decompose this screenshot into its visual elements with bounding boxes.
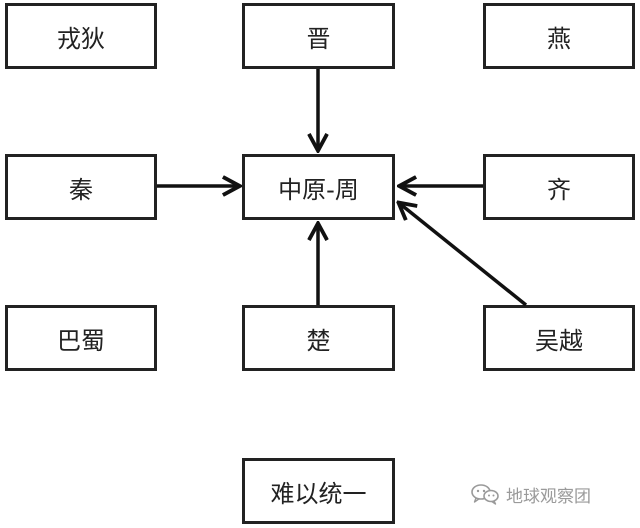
node-bashu: 巴蜀	[5, 305, 157, 371]
node-yan: 燕	[483, 3, 635, 69]
node-rongdi-label: 戎狄	[57, 24, 105, 53]
watermark-text: 地球观察团	[506, 486, 591, 507]
node-jin-label: 晋	[306, 24, 331, 53]
watermark: 地球观察团	[470, 481, 591, 507]
node-result-label: 难以统一	[270, 479, 367, 508]
node-chu-label: 楚	[306, 326, 331, 355]
node-center: 中原-周	[242, 154, 395, 220]
node-qin: 秦	[5, 154, 157, 220]
node-bashu-label: 巴蜀	[57, 326, 105, 355]
node-center-label: 中原-周	[278, 175, 359, 204]
node-qin-label: 秦	[69, 175, 93, 204]
node-wuyue: 吴越	[483, 305, 635, 371]
node-yan-label: 燕	[547, 24, 571, 53]
node-chu: 楚	[242, 305, 395, 371]
node-jin: 晋	[242, 3, 395, 69]
wechat-icon	[471, 484, 499, 505]
node-result: 难以统一	[242, 458, 395, 524]
node-wuyue-label: 吴越	[535, 326, 583, 355]
node-rongdi: 戎狄	[5, 3, 157, 69]
node-qi: 齐	[483, 154, 635, 220]
node-qi-label: 齐	[547, 175, 571, 204]
